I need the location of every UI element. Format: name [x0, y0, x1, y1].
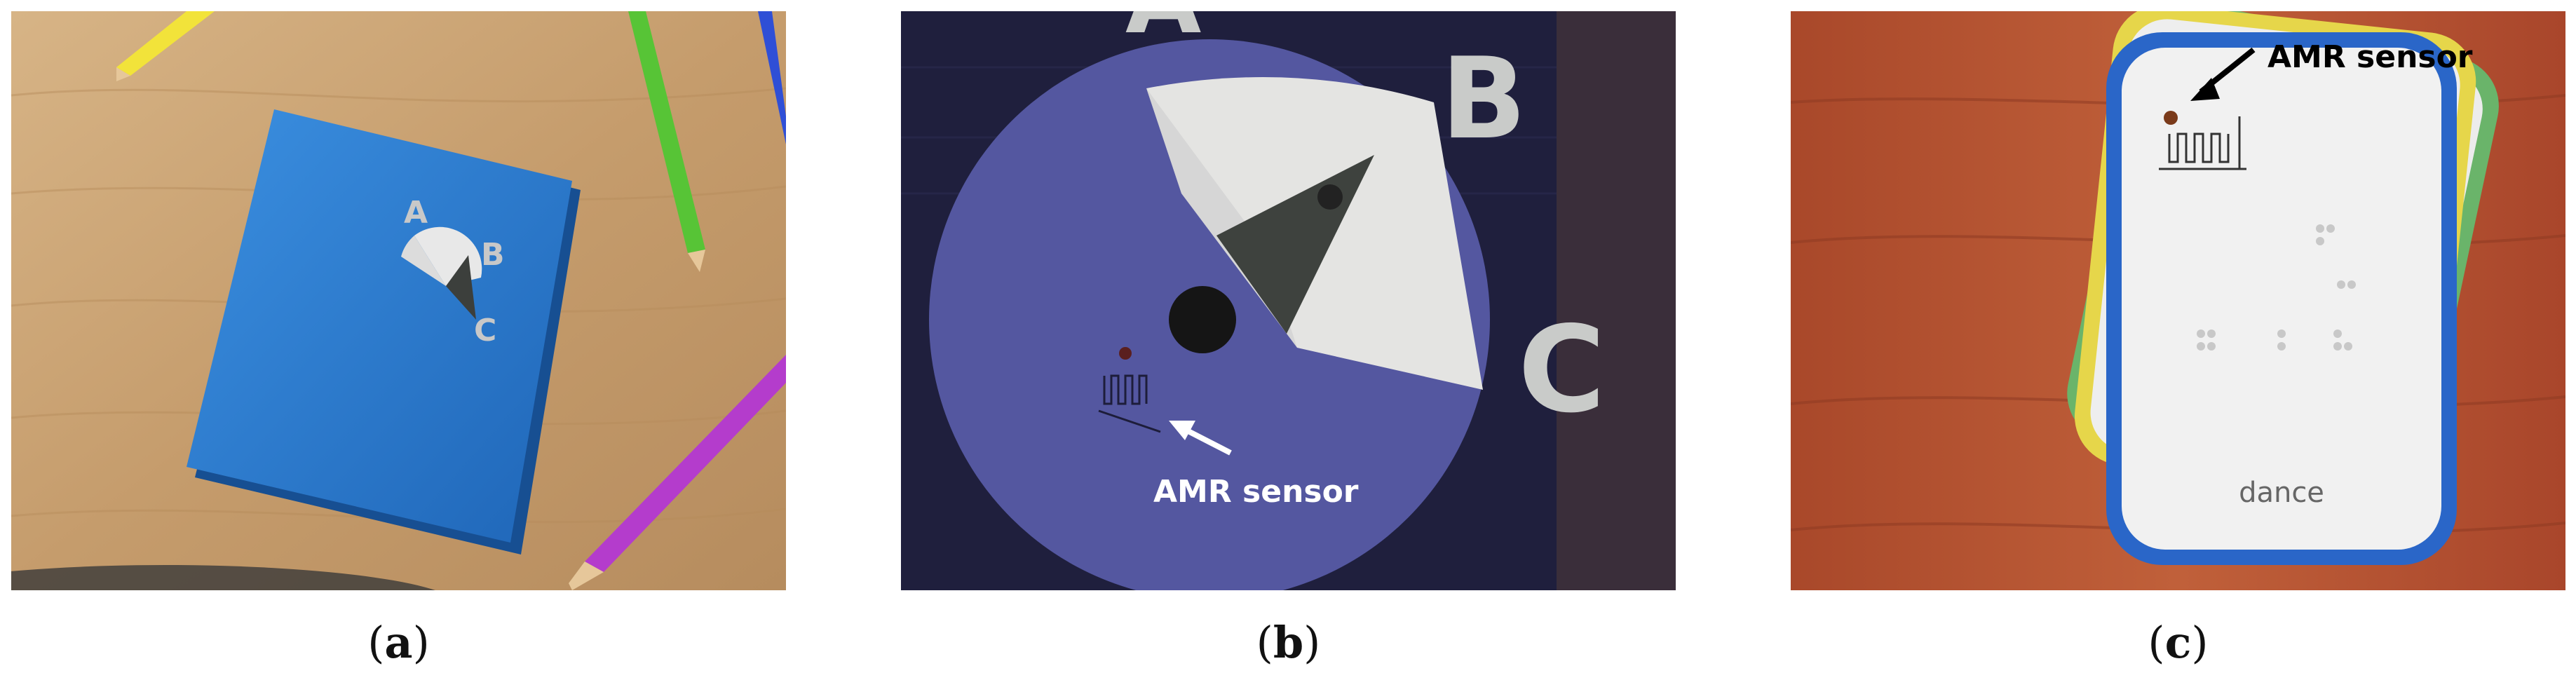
pencil-blue	[758, 11, 786, 144]
book-letter-a: A	[404, 195, 428, 231]
panel-a-image: A B C	[11, 11, 786, 590]
book-scene-illustration: A B C	[11, 11, 786, 590]
caption-c: (c)	[2148, 617, 2209, 668]
caption-a: (a)	[367, 617, 430, 668]
blue-book: A B C	[187, 109, 581, 555]
disc-letter-b: B	[1441, 33, 1526, 164]
disc-letter-c: C	[1518, 301, 1606, 440]
disc-closeup-illustration: AMR sensor A B C	[901, 11, 1676, 590]
book-letter-b: B	[481, 237, 505, 273]
disc-letter-a: A	[1125, 11, 1201, 56]
pencil-purple	[569, 355, 786, 590]
arrow-icon	[1169, 421, 1232, 456]
blue-card: dance	[2106, 32, 2457, 565]
amr-sensor-drawing	[2159, 111, 2246, 170]
braille-dots	[2197, 224, 2356, 351]
amr-sensor-drawing	[1098, 347, 1161, 433]
card-word: dance	[2239, 477, 2324, 509]
amr-sensor-label: AMR sensor	[1153, 474, 1359, 510]
pencil-yellow	[116, 11, 215, 81]
pencil-green	[628, 11, 705, 272]
panel-c-image: dance AMR sensor	[1791, 11, 2565, 590]
caption-b: (b)	[1256, 617, 1321, 668]
arrow-icon	[2190, 47, 2256, 101]
panel-b-image: AMR sensor A B C	[901, 11, 1676, 590]
braille-card-illustration: dance AMR sensor	[1791, 11, 2565, 590]
amr-sensor-label: AMR sensor	[2267, 39, 2473, 75]
book-letter-c: C	[474, 313, 496, 348]
